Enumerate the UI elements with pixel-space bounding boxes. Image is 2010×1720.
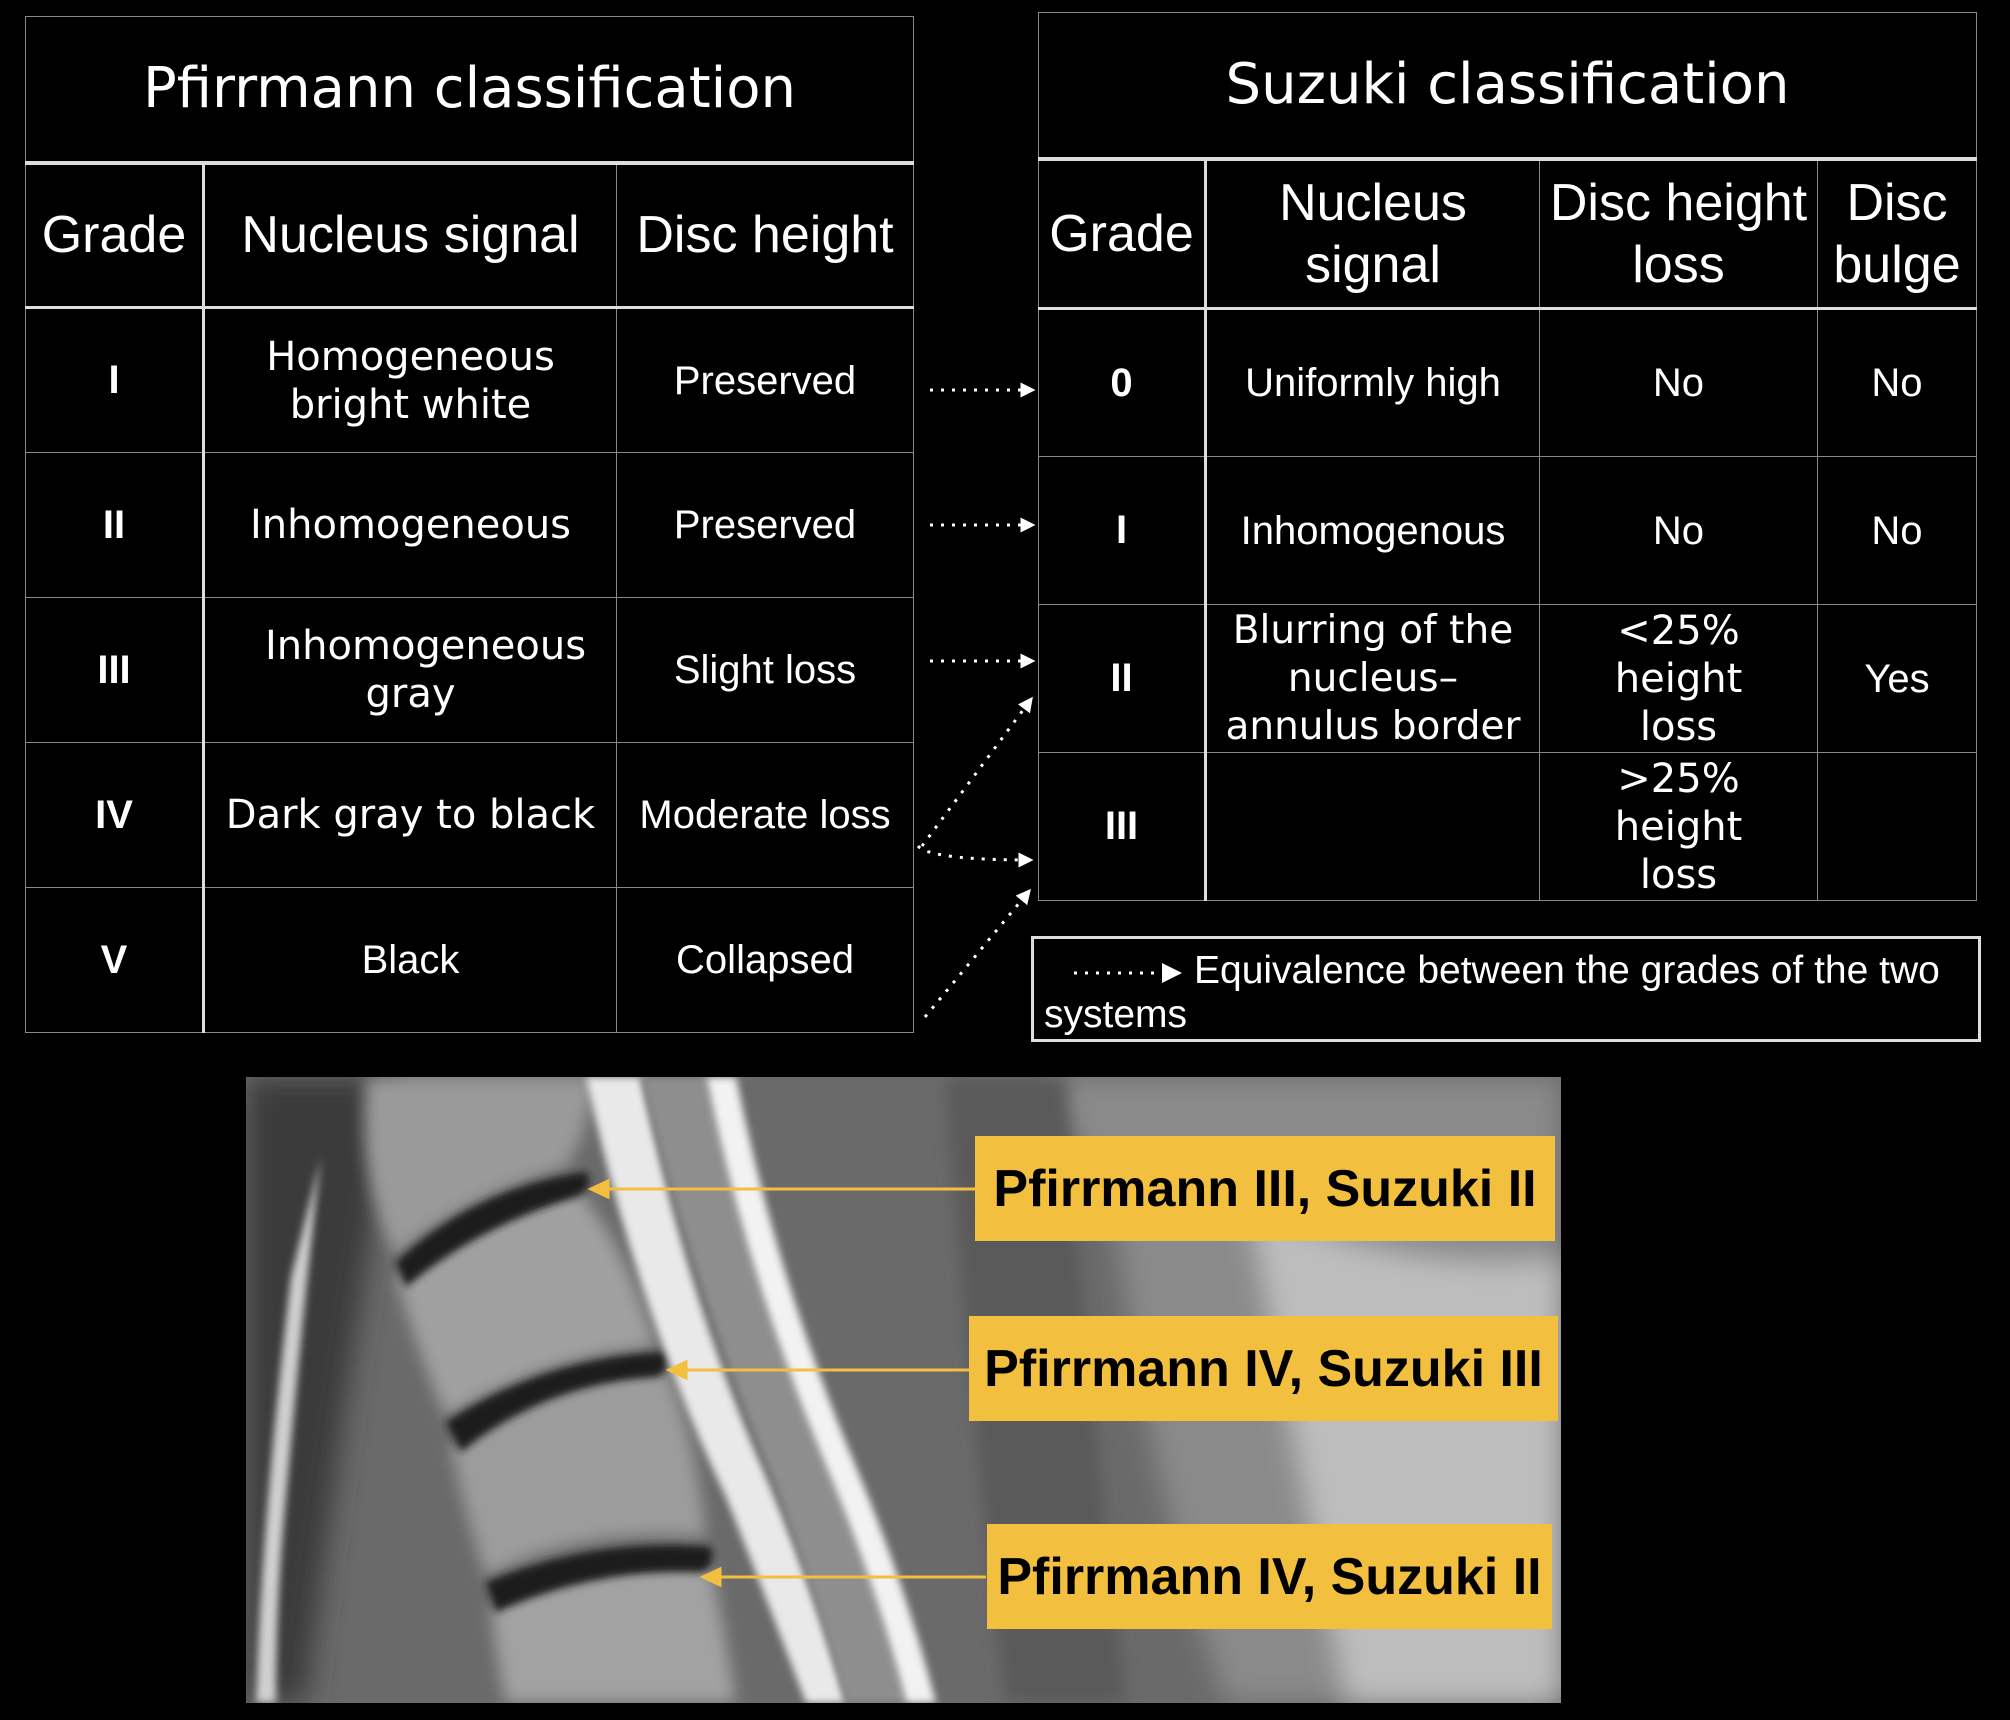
pfirrmann-grade: IV: [25, 742, 205, 888]
suzuki-grade: II: [1038, 604, 1207, 753]
arrow-pIV-to-sIII: [916, 844, 1034, 868]
pfirrmann-height: Preserved: [616, 452, 914, 598]
suzuki-header-bulge: Disc bulge: [1817, 158, 1977, 310]
suzuki-height-loss: >25% height loss: [1539, 752, 1818, 901]
annotation-label: Pfirrmann IV, Suzuki III: [969, 1316, 1558, 1421]
arrow-pV-to-sIII: [923, 888, 1032, 1018]
suzuki-header-height-loss: Disc height loss: [1539, 158, 1818, 310]
suzuki-grade: III: [1038, 752, 1207, 901]
pfirrmann-height: Moderate loss: [616, 742, 914, 888]
pfirrmann-header-signal: Nucleus signal: [203, 162, 617, 309]
suzuki-header-signal: Nucleus signal: [1205, 158, 1540, 310]
suzuki-signal: Inhomogenous: [1205, 456, 1540, 605]
suzuki-row: 0 Uniformly high No No: [1038, 308, 1977, 457]
suzuki-bulge: No: [1817, 308, 1977, 457]
legend-box: Equivalence between the grades of the tw…: [1031, 936, 1981, 1042]
pfirrmann-row: III Inhomogeneous gray Slight loss: [25, 597, 914, 743]
suzuki-grade: 0: [1038, 308, 1207, 457]
suzuki-height-loss: No: [1539, 456, 1818, 605]
suzuki-bulge: Yes: [1817, 604, 1977, 753]
pfirrmann-grade: III: [25, 597, 205, 743]
annotation-label: Pfirrmann IV, Suzuki II: [987, 1524, 1552, 1629]
pfirrmann-height: Collapsed: [616, 887, 914, 1033]
suzuki-signal: Blurring of the nucleus–annulus border: [1205, 604, 1540, 753]
suzuki-grade: I: [1038, 456, 1207, 605]
pfirrmann-grade: V: [25, 887, 205, 1033]
annotation-label: Pfirrmann III, Suzuki II: [975, 1136, 1555, 1241]
suzuki-row: III >25% height loss: [1038, 752, 1977, 901]
arrowhead-icon: [587, 1178, 610, 1200]
arrowhead-icon: [665, 1359, 688, 1381]
dotted-arrow-icon: [1074, 962, 1182, 983]
pfirrmann-grade: II: [25, 452, 205, 598]
pfirrmann-title: Pfirrmann classification: [25, 16, 914, 165]
pfirrmann-signal: Black: [203, 887, 617, 1033]
suzuki-row: I Inhomogenous No No: [1038, 456, 1977, 605]
suzuki-signal: Uniformly high: [1205, 308, 1540, 457]
suzuki-height-loss: <25% height loss: [1539, 604, 1818, 753]
suzuki-title: Suzuki classification: [1038, 12, 1977, 161]
suzuki-table: Suzuki classification Grade Nucleus sign…: [1038, 12, 1977, 901]
pfirrmann-row: II Inhomogeneous Preserved: [25, 452, 914, 598]
pfirrmann-height: Preserved: [616, 307, 914, 453]
arrow-pIV-to-sII: [920, 696, 1034, 847]
pfirrmann-header-height: Disc height: [616, 162, 914, 309]
pfirrmann-height: Slight loss: [616, 597, 914, 743]
pfirrmann-row: I Homogeneous bright white Preserved: [25, 307, 914, 453]
pfirrmann-signal: Inhomogeneous gray: [203, 597, 617, 743]
suzuki-bulge: [1817, 752, 1977, 901]
suzuki-bulge: No: [1817, 456, 1977, 605]
pfirrmann-grade: I: [25, 307, 205, 453]
pfirrmann-row: IV Dark gray to black Moderate loss: [25, 742, 914, 888]
pfirrmann-signal: Homogeneous bright white: [203, 307, 617, 453]
suzuki-signal: [1205, 752, 1540, 901]
suzuki-height-loss: No: [1539, 308, 1818, 457]
pfirrmann-header-grade: Grade: [25, 162, 205, 309]
arrowhead-icon: [699, 1566, 722, 1588]
legend-text: Equivalence between the grades of the tw…: [1044, 949, 1940, 1036]
pfirrmann-row: V Black Collapsed: [25, 887, 914, 1033]
pfirrmann-signal: Inhomogeneous: [203, 452, 617, 598]
pfirrmann-signal: Dark gray to black: [203, 742, 617, 888]
suzuki-row: II Blurring of the nucleus–annulus borde…: [1038, 604, 1977, 753]
pfirrmann-table: Pfirrmann classification Grade Nucleus s…: [25, 16, 914, 1033]
suzuki-header-grade: Grade: [1038, 158, 1207, 310]
